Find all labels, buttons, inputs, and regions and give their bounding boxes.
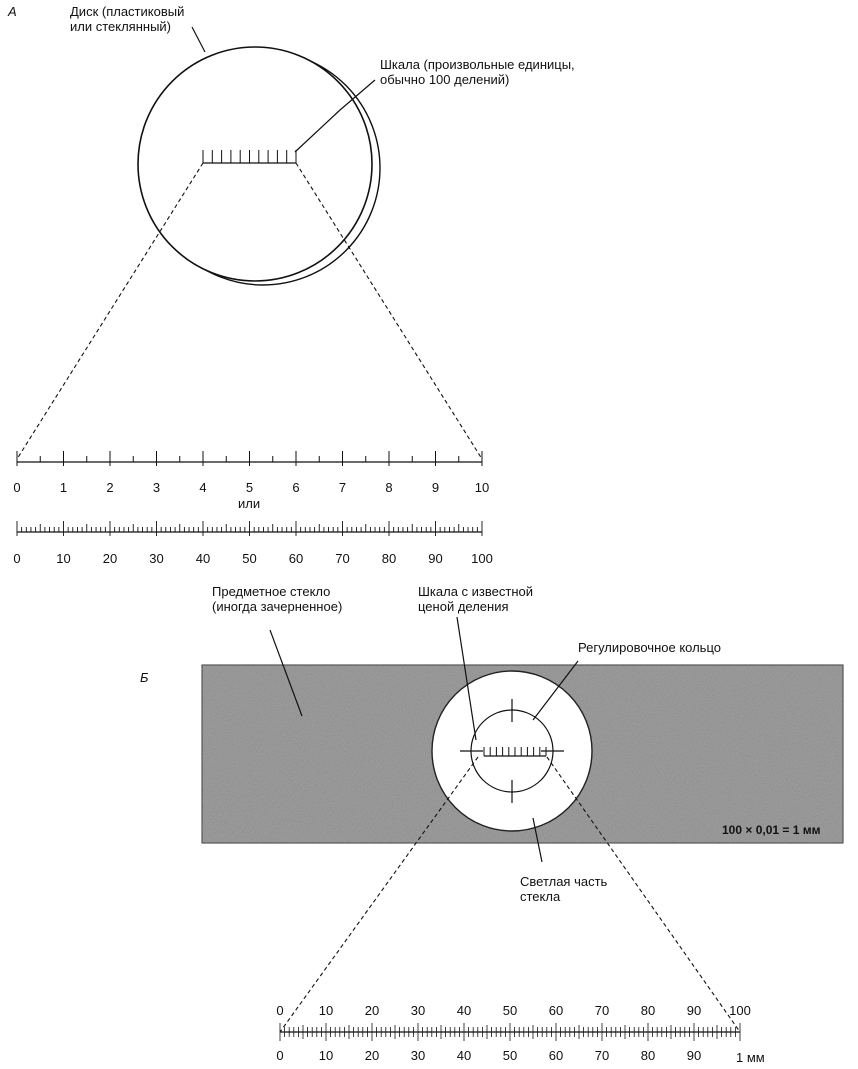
or-label: или bbox=[238, 496, 261, 511]
scale3-top-label: 40 bbox=[457, 1003, 471, 1018]
scale3-top-label: 20 bbox=[365, 1003, 379, 1018]
scale3-top-label: 30 bbox=[411, 1003, 425, 1018]
known-scale-leader bbox=[456, 616, 477, 741]
scale3-top-label: 50 bbox=[503, 1003, 517, 1018]
scale3-top-label: 90 bbox=[687, 1003, 701, 1018]
scale-label-line2: обычно 100 делений) bbox=[380, 72, 510, 87]
scale3-bottom-label: 0 bbox=[276, 1048, 283, 1063]
slide-mini-scale bbox=[483, 747, 547, 757]
known-scale-label-line2: ценой деления bbox=[418, 599, 509, 614]
scale1-label: 2 bbox=[106, 480, 113, 495]
scale1-label: 4 bbox=[199, 480, 206, 495]
scale3-top-label: 70 bbox=[595, 1003, 609, 1018]
disk-label-line2: или стеклянный) bbox=[70, 19, 172, 34]
panel-b: 0 10 20 30 40 50 60 70 80 90 100 0 10 20 30 40 50 60 70 80 9… bbox=[201, 616, 844, 1063]
scale3-bottom-label: 10 bbox=[319, 1048, 333, 1063]
scale1-label: 7 bbox=[339, 480, 346, 495]
scale2-label: 80 bbox=[382, 551, 396, 566]
scale2-label: 0 bbox=[13, 551, 20, 566]
scale1-label: 10 bbox=[475, 480, 489, 495]
bottom-unit-label: 1 мм bbox=[736, 1050, 765, 1065]
scale1-label: 1 bbox=[60, 480, 67, 495]
scale-0-100: 0 10 20 30 40 50 60 70 80 90 100 bbox=[13, 521, 493, 566]
scale3-top-label: 0 bbox=[276, 1003, 283, 1018]
scale3-bottom-label: 60 bbox=[549, 1048, 563, 1063]
slide-label-line1: Предметное стекло bbox=[212, 584, 331, 599]
scale3-bottom-label: 30 bbox=[411, 1048, 425, 1063]
scale1-label: 0 bbox=[13, 480, 20, 495]
scale1-label: 3 bbox=[153, 480, 160, 495]
disk bbox=[137, 46, 373, 282]
known-scale-label-line1: Шкала с известной bbox=[418, 584, 533, 599]
projection-left-a bbox=[16, 162, 204, 460]
scale-label-leader bbox=[294, 79, 376, 153]
scale3-bottom-label: 80 bbox=[641, 1048, 655, 1063]
scale1-label: 5 bbox=[246, 480, 253, 495]
projection-right-a bbox=[295, 162, 483, 460]
ring-crosshair-marks bbox=[460, 699, 564, 803]
ring-label-leader bbox=[532, 660, 579, 721]
clear-glass-area bbox=[431, 670, 593, 832]
scale3-top-label: 60 bbox=[549, 1003, 563, 1018]
clear-glass-label: Светлая часть стекла bbox=[520, 874, 607, 904]
scale2-label: 30 bbox=[149, 551, 163, 566]
scale3-top-label: 100 bbox=[729, 1003, 751, 1018]
disk-label-leader bbox=[191, 26, 206, 53]
double-scale-1mm: 0 10 20 30 40 50 60 70 80 90 100 0 10 20 30 40 50 60 70 80 9… bbox=[276, 1003, 750, 1063]
scale2-label: 70 bbox=[335, 551, 349, 566]
scale3-bottom-label: 90 bbox=[687, 1048, 701, 1063]
panel-a-letter: А bbox=[8, 4, 17, 19]
scale2-label: 100 bbox=[471, 551, 493, 566]
scale1-label: 9 bbox=[432, 480, 439, 495]
clear-glass-label-line1: Светлая часть bbox=[520, 874, 608, 889]
scale2-label: 50 bbox=[242, 551, 256, 566]
scale2-label: 60 bbox=[289, 551, 303, 566]
scale2-label: 40 bbox=[196, 551, 210, 566]
slide-label-leader bbox=[269, 629, 303, 717]
scale3-bottom-label: 40 bbox=[457, 1048, 471, 1063]
clear-glass-label-line2: стекла bbox=[520, 889, 561, 904]
scale-label: Шкала (произвольные единицы, обычно 100 … bbox=[380, 57, 575, 87]
clear-label-leader bbox=[532, 817, 543, 863]
scale2-label: 10 bbox=[56, 551, 70, 566]
slide-label-line2: (иногда зачерненное) bbox=[212, 599, 343, 614]
disk-label: Диск (пластиковый или стеклянный) bbox=[70, 4, 184, 34]
scale3-bottom-label: 70 bbox=[595, 1048, 609, 1063]
calibration-label: 100 × 0,01 = 1 мм bbox=[722, 823, 821, 837]
scale-0-10: 0 1 2 3 4 5 6 7 8 9 10 bbox=[13, 451, 489, 495]
disk-label-line1: Диск (пластиковый bbox=[70, 4, 185, 19]
scale2-label: 90 bbox=[428, 551, 442, 566]
scale2-label: 20 bbox=[103, 551, 117, 566]
scale1-label: 6 bbox=[292, 480, 299, 495]
scale3-top-label: 10 bbox=[319, 1003, 333, 1018]
scale3-top-label: 80 bbox=[641, 1003, 655, 1018]
scale-label-line1: Шкала (произвольные единицы, bbox=[380, 57, 575, 72]
projection-left-b bbox=[279, 756, 479, 1033]
known-scale-label: Шкала с известной ценой деления bbox=[418, 584, 533, 614]
panel-a: 0 1 2 3 4 5 6 7 8 9 10 0 10 20 30 40 50 60 70 80 90 100 bbox=[13, 26, 493, 566]
slide-label: Предметное стекло (иногда зачерненное) bbox=[212, 584, 342, 614]
ring-label: Регулировочное кольцо bbox=[578, 640, 721, 655]
scale3-bottom-label: 20 bbox=[365, 1048, 379, 1063]
panel-b-letter: Б bbox=[140, 670, 149, 685]
scale1-label: 8 bbox=[385, 480, 392, 495]
disk-mini-scale bbox=[202, 150, 297, 164]
scale3-bottom-label: 50 bbox=[503, 1048, 517, 1063]
